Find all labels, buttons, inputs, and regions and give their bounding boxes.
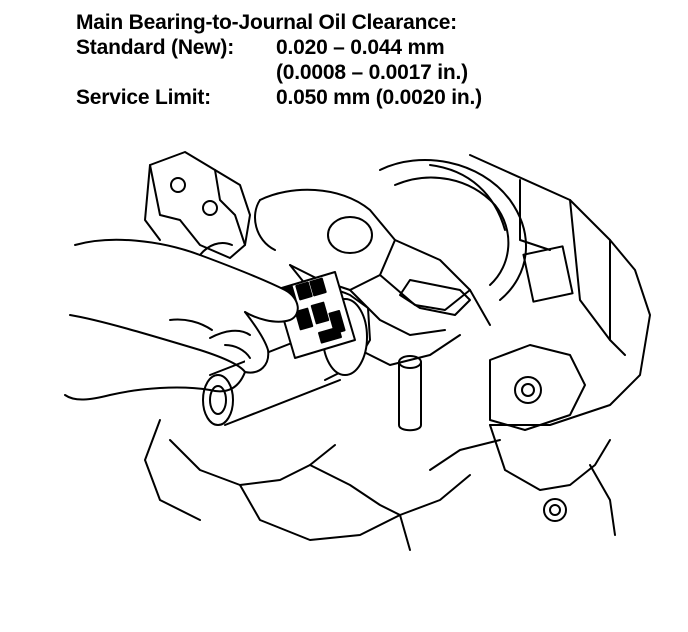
standard-label: Standard (New): <box>76 36 235 59</box>
service-label: Service Limit: <box>76 86 211 109</box>
standard-inch-value: (0.0008 – 0.0017 in.) <box>276 61 468 84</box>
standard-inch-spacer <box>76 60 276 85</box>
service-row: Service Limit: 0.050 mm (0.0020 in.) <box>76 85 676 110</box>
crank-counterweight <box>379 159 527 301</box>
standard-mm-value: 0.020 – 0.044 mm <box>276 36 445 59</box>
engine-block-left <box>144 151 251 259</box>
standard-inch-row: (0.0008 – 0.0017 in.) <box>76 60 676 85</box>
standard-row: Standard (New): 0.020 – 0.044 mm <box>76 35 676 60</box>
clearance-spec-block: Main Bearing-to-Journal Oil Clearance: S… <box>76 10 676 110</box>
crankshaft-plastigage-illustration <box>64 151 651 551</box>
engine-block-lower <box>144 419 471 551</box>
dowel-pin <box>398 355 422 432</box>
spec-title: Main Bearing-to-Journal Oil Clearance: <box>76 11 457 34</box>
hand <box>64 238 299 401</box>
engine-block-right <box>429 154 651 536</box>
service-value: 0.050 mm (0.0020 in.) <box>276 86 482 109</box>
